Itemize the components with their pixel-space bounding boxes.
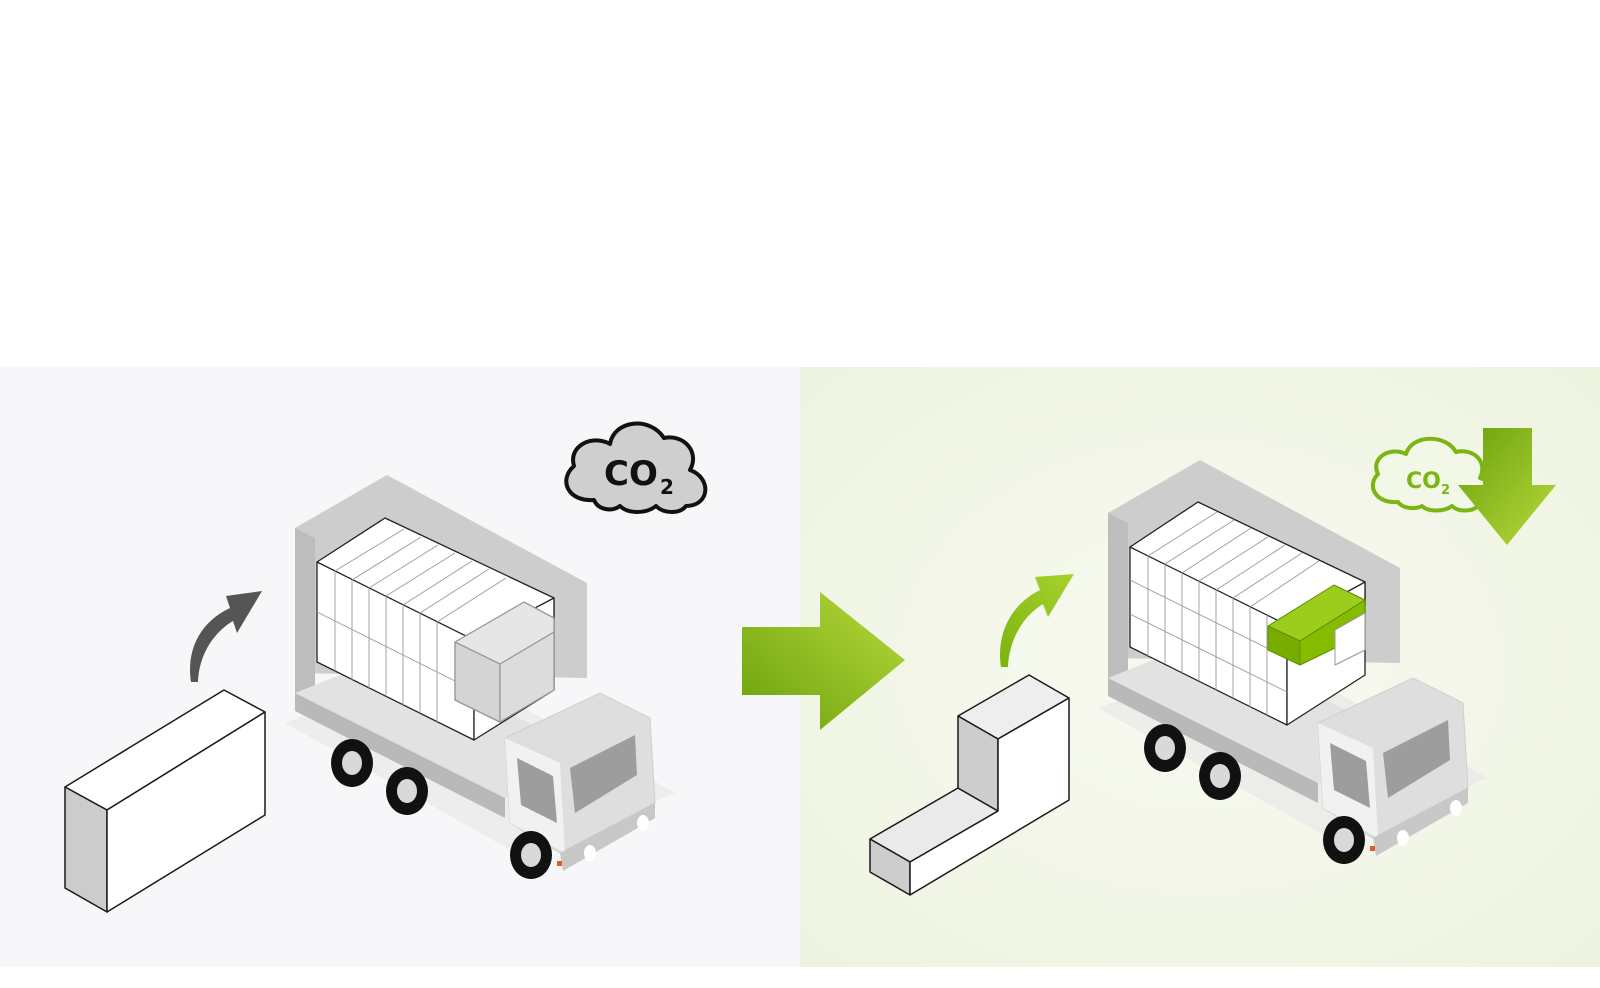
compact-box-icon [869, 674, 1070, 896]
highlighted-cargo-item [1267, 584, 1366, 666]
cargo-grid-lines [1129, 511, 1320, 715]
co2-cloud-icon: CO 2 [564, 421, 708, 514]
curved-arrow-icon [1000, 574, 1074, 667]
right-arrow-icon [742, 592, 905, 730]
cargo-grid-lines [316, 528, 507, 722]
co2-subscript: 2 [660, 475, 674, 499]
down-arrow-icon [1458, 428, 1556, 545]
co2-label: CO [604, 454, 658, 494]
truck-cargo-load [316, 517, 555, 741]
large-box-icon [64, 689, 266, 913]
co2-subscript: 2 [1441, 483, 1450, 498]
co2-cloud-icon: CO 2 [1370, 436, 1496, 513]
co2-label: CO [1406, 469, 1441, 494]
curved-arrow-icon [190, 591, 262, 682]
